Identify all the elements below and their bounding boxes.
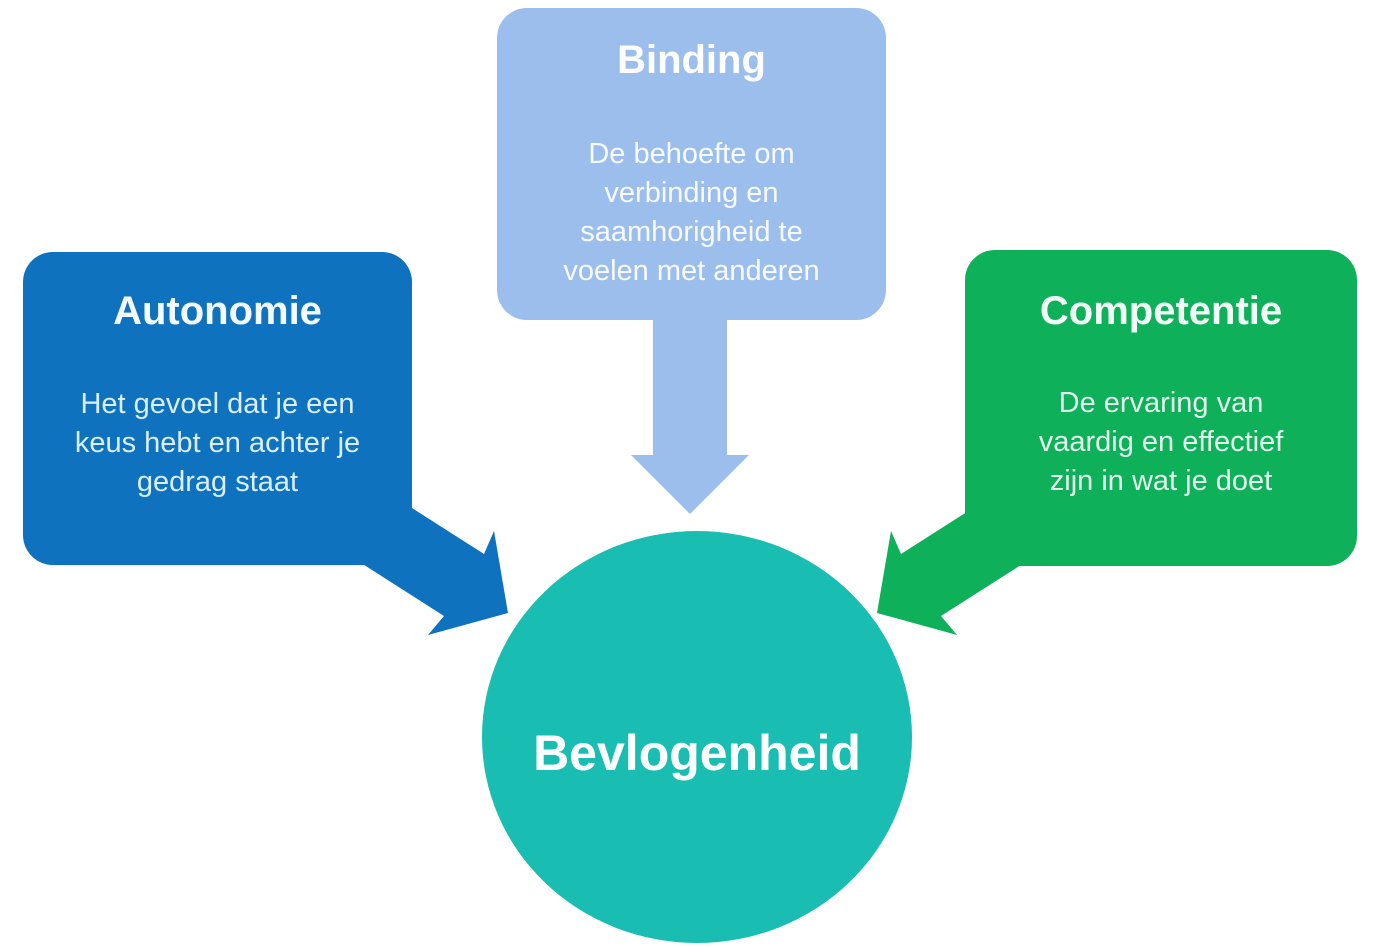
autonomie-box [23, 252, 412, 565]
binding-box [497, 8, 886, 320]
bevlogenheid-circle [482, 531, 912, 943]
binding-down-arrow [631, 300, 749, 514]
competentie-box [965, 250, 1357, 566]
